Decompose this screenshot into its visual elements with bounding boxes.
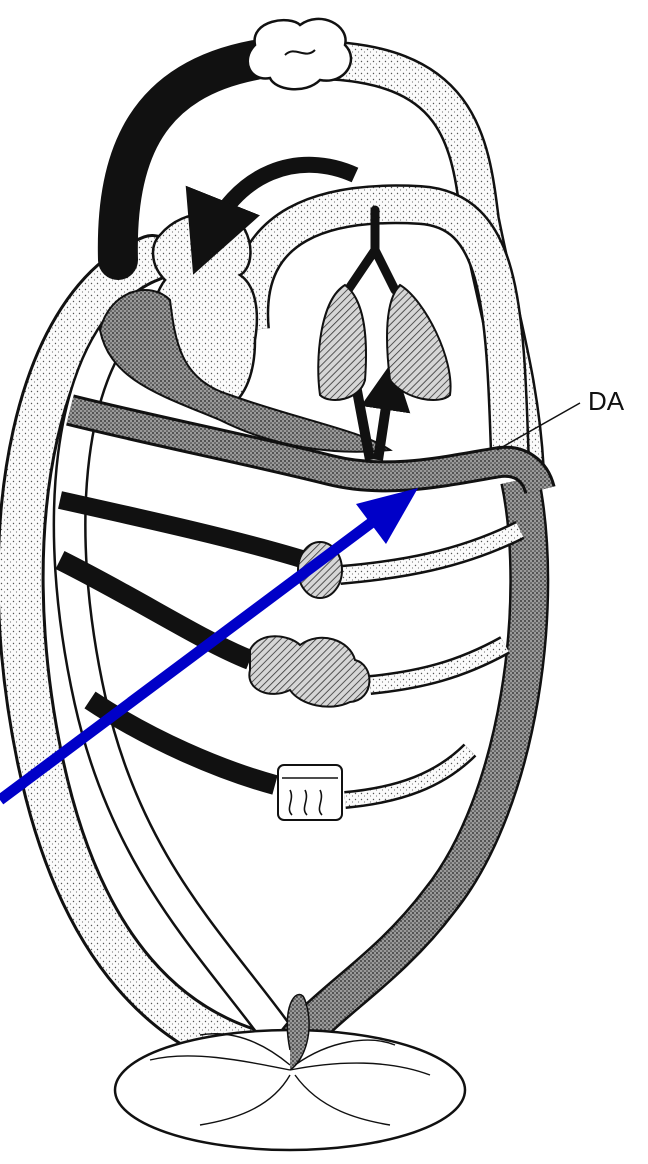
skin-icon bbox=[278, 765, 342, 820]
brain-icon bbox=[248, 19, 351, 89]
hepatic-branch bbox=[60, 500, 520, 575]
gut-icon bbox=[249, 636, 369, 706]
da-label: DA bbox=[588, 386, 625, 416]
lung-icon bbox=[318, 285, 450, 400]
